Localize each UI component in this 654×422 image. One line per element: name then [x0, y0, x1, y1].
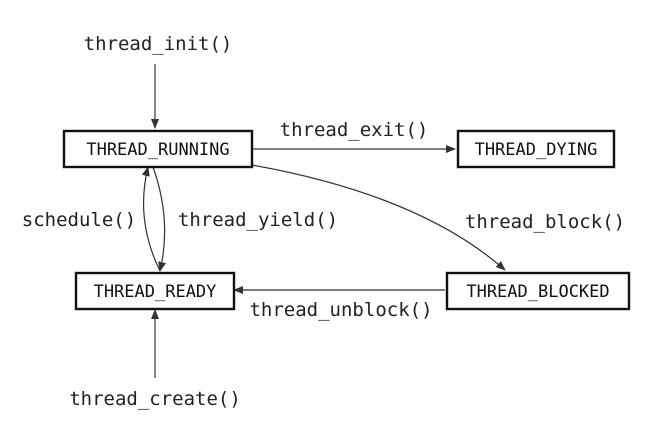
label-thread-yield: thread_yield(): [178, 209, 338, 231]
label-thread-create: thread_create(): [69, 388, 241, 410]
state-thread-blocked-label: THREAD_BLOCKED: [466, 282, 609, 302]
state-thread-ready-label: THREAD_READY: [94, 282, 217, 302]
label-thread-exit: thread_exit(): [280, 119, 429, 141]
edge-running-to-blocked: [251, 164, 506, 271]
state-thread-dying: THREAD_DYING: [456, 129, 616, 169]
label-schedule: schedule(): [22, 209, 136, 231]
label-thread-init: thread_init(): [84, 33, 233, 55]
state-thread-ready: THREAD_READY: [74, 271, 236, 311]
edge-running-to-ready-yield: [152, 166, 166, 272]
state-thread-running-label: THREAD_RUNNING: [86, 140, 229, 160]
edge-ready-to-running-schedule: [141, 166, 161, 272]
label-thread-unblock: thread_unblock(): [249, 299, 432, 321]
state-thread-running: THREAD_RUNNING: [62, 129, 254, 169]
state-thread-blocked: THREAD_BLOCKED: [445, 271, 631, 311]
state-thread-dying-label: THREAD_DYING: [475, 140, 598, 160]
label-thread-block: thread_block(): [465, 211, 625, 233]
